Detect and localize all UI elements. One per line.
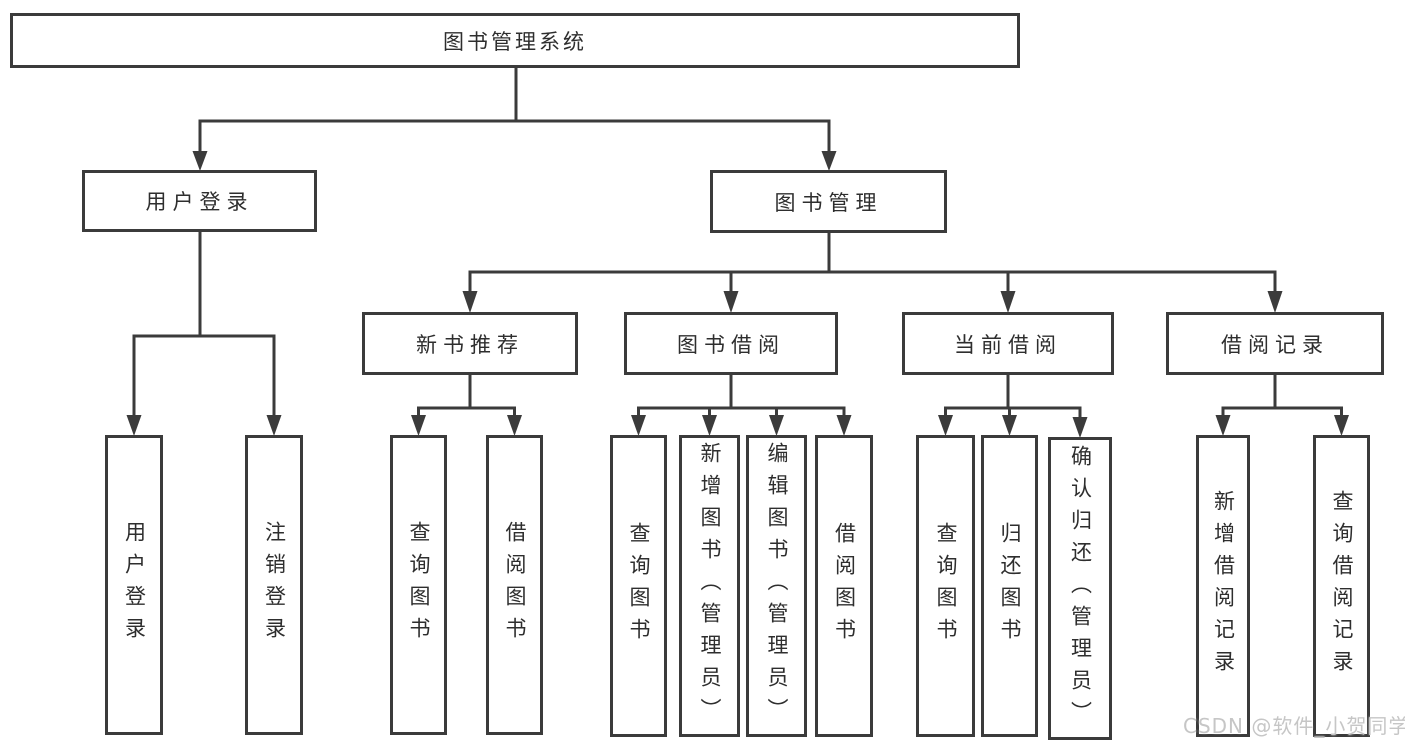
leaf-query-books-borrow: 查询图书 [610,435,667,737]
leaf-user-login-label: 用户登录 [122,521,147,649]
node-current-borrow-label: 当前借阅 [954,332,1062,357]
leaf-query-books-recommend-label: 查询图书 [407,521,431,649]
leaf-add-borrow-record: 新增借阅记录 [1196,435,1250,737]
leaf-borrow-books-recommend-label: 借阅图书 [503,521,527,649]
leaf-edit-book-admin-label: 编辑图书（管理员） [765,442,789,730]
node-current-borrow: 当前借阅 [902,312,1114,375]
leaf-borrow-books: 借阅图书 [815,435,873,737]
node-root: 图书管理系统 [10,13,1020,68]
node-borrow-records-label: 借阅记录 [1221,332,1329,357]
leaf-edit-book-admin: 编辑图书（管理员） [746,435,807,737]
leaf-return-book: 归还图书 [981,435,1038,737]
leaf-query-books-recommend: 查询图书 [390,435,447,735]
node-new-book-recommend-label: 新书推荐 [416,332,524,357]
node-book-management-label: 图书管理 [774,190,883,215]
node-book-borrow: 图书借阅 [624,312,838,375]
node-borrow-records: 借阅记录 [1166,312,1384,375]
leaf-return-book-label: 归还图书 [998,522,1022,650]
leaf-query-borrow-record-label: 查询借阅记录 [1330,490,1354,682]
leaf-add-book-admin-label: 新增图书（管理员） [698,442,722,730]
leaf-query-books-borrow-label: 查询图书 [627,522,651,650]
leaf-borrow-books-label: 借阅图书 [832,522,857,650]
leaf-query-borrow-record: 查询借阅记录 [1313,435,1370,737]
leaf-confirm-return-admin-label: 确认归还（管理员） [1068,444,1093,733]
leaf-borrow-books-recommend: 借阅图书 [486,435,543,735]
node-book-borrow-label: 图书借阅 [677,332,785,357]
leaf-query-books-current: 查询图书 [916,435,975,737]
leaf-add-borrow-record-label: 新增借阅记录 [1211,490,1236,682]
leaf-logout-label: 注销登录 [262,521,287,649]
node-book-management: 图书管理 [710,170,947,233]
arrowheads [126,151,1349,438]
node-root-label: 图书管理系统 [443,29,587,54]
leaf-query-books-current-label: 查询图书 [934,522,958,650]
leaf-logout: 注销登录 [245,435,303,735]
leaf-add-book-admin: 新增图书（管理员） [679,435,740,737]
leaf-confirm-return-admin: 确认归还（管理员） [1048,437,1112,740]
watermark: CSDN @软件_小贺同学 [1183,714,1405,738]
node-user-login: 用户登录 [82,170,317,232]
node-new-book-recommend: 新书推荐 [362,312,578,375]
node-user-login-label: 用户登录 [145,190,254,214]
leaf-user-login: 用户登录 [105,435,163,735]
